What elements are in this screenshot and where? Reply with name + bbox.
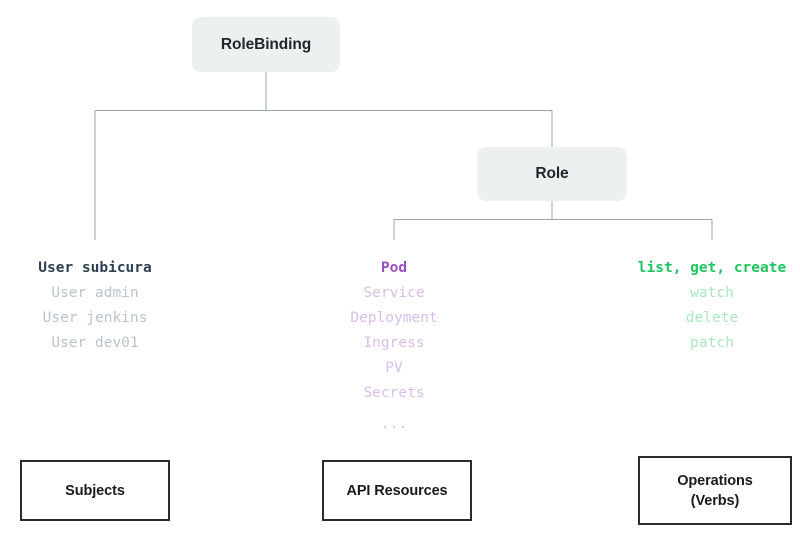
list-item: User subicura bbox=[38, 260, 152, 276]
list-item: User admin bbox=[51, 285, 139, 301]
list-item: User jenkins bbox=[42, 310, 148, 326]
legend-label-operations-line2: (Verbs) bbox=[690, 492, 740, 509]
node-role[interactable]: Role bbox=[477, 147, 627, 201]
column-subjects: User subicura User admin User jenkins Us… bbox=[0, 256, 190, 356]
list-item: patch bbox=[690, 335, 734, 351]
list-item: Service bbox=[363, 285, 425, 301]
list-item: Secrets bbox=[363, 385, 425, 401]
legend-box-subjects: Subjects bbox=[20, 460, 170, 521]
legend-label-api-resources: API Resources bbox=[346, 482, 448, 499]
list-item: watch bbox=[690, 285, 734, 301]
column-api-resources: Pod Service Deployment Ingress PV Secret… bbox=[294, 256, 494, 437]
list-item: delete bbox=[685, 310, 739, 326]
legend-box-api-resources: API Resources bbox=[322, 460, 472, 521]
node-rolebinding[interactable]: RoleBinding bbox=[192, 17, 340, 72]
legend-label-subjects: Subjects bbox=[65, 482, 125, 499]
list-item: Deployment bbox=[350, 310, 438, 326]
list-item-ellipsis: ... bbox=[380, 416, 408, 432]
legend-box-operations: Operations (Verbs) bbox=[638, 456, 792, 525]
list-item: list, get, create bbox=[637, 260, 787, 276]
list-item: User dev01 bbox=[51, 335, 139, 351]
list-item: PV bbox=[385, 360, 403, 376]
legend-label-operations-line1: Operations bbox=[677, 472, 753, 489]
list-item: Ingress bbox=[363, 335, 425, 351]
legend-label-operations: Operations (Verbs) bbox=[677, 471, 753, 511]
list-item: Pod bbox=[380, 260, 408, 276]
column-operations: list, get, create watch delete patch bbox=[600, 256, 800, 356]
